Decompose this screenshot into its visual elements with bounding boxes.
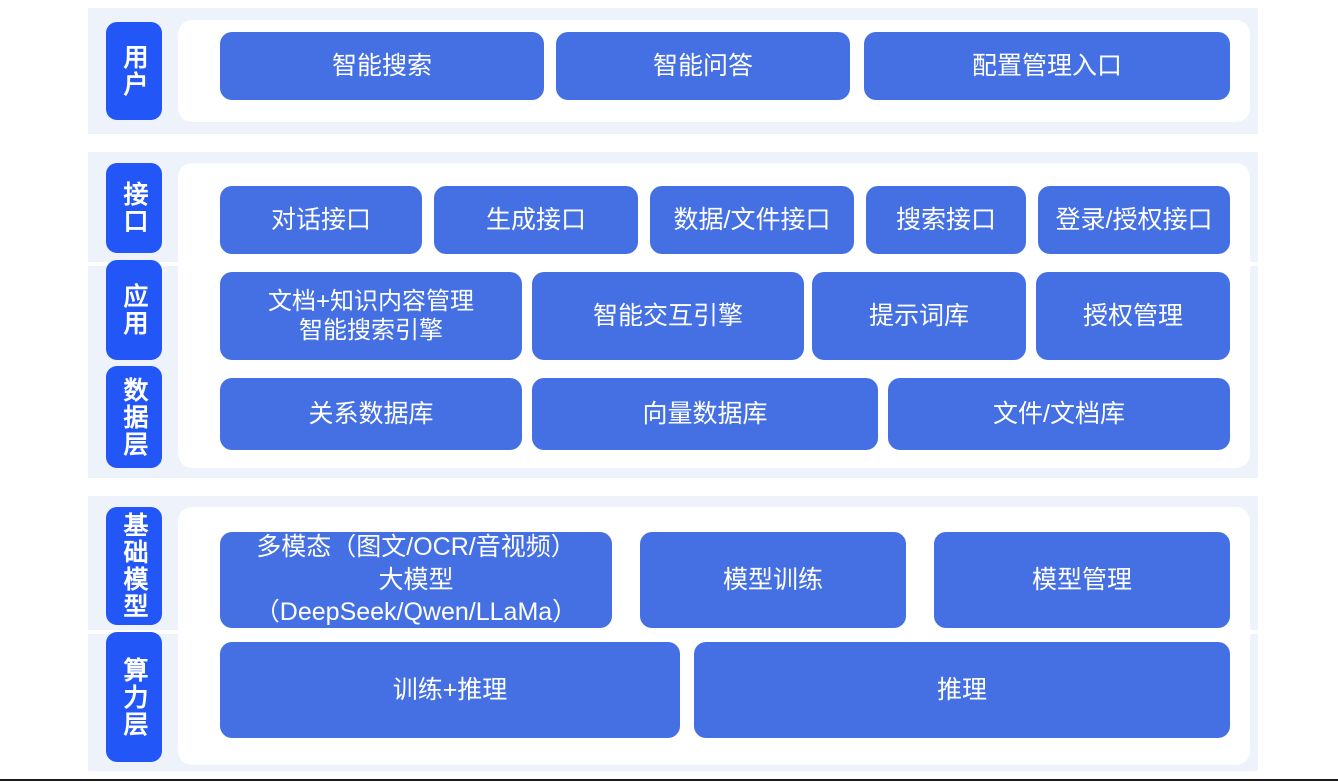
card-file-document-store[interactable]: 文件/文档库 [888, 378, 1230, 450]
card-smart-qa[interactable]: 智能问答 [556, 32, 850, 100]
card-train-plus-inference[interactable]: 训练+推理 [220, 642, 680, 738]
label-chip-foundation-model-text: 基础模型 [120, 512, 148, 620]
label-chip-application: 应用 [106, 260, 162, 360]
card-inference[interactable]: 推理 [694, 642, 1230, 738]
bottom-divider [0, 779, 1338, 781]
card-model-management[interactable]: 模型管理 [934, 532, 1230, 628]
label-chip-compute-layer: 算力层 [106, 632, 162, 762]
label-chip-interface-text: 接口 [120, 181, 148, 235]
card-multimodal-large-model[interactable]: 多模态（图文/OCR/音视频） 大模型（DeepSeek/Qwen/LLaMa） [220, 532, 612, 628]
card-smart-interaction-engine[interactable]: 智能交互引擎 [532, 272, 804, 360]
label-chip-user-text: 用户 [120, 44, 148, 98]
card-prompt-library[interactable]: 提示词库 [812, 272, 1026, 360]
label-chip-user: 用户 [106, 22, 162, 120]
card-dialog-api[interactable]: 对话接口 [220, 186, 422, 254]
card-data-file-api[interactable]: 数据/文件接口 [650, 186, 854, 254]
card-model-training[interactable]: 模型训练 [640, 532, 906, 628]
label-chip-compute-layer-text: 算力层 [120, 656, 148, 738]
card-login-auth-api[interactable]: 登录/授权接口 [1038, 186, 1230, 254]
card-relational-database[interactable]: 关系数据库 [220, 378, 522, 450]
card-generation-api[interactable]: 生成接口 [434, 186, 638, 254]
card-vector-database[interactable]: 向量数据库 [532, 378, 878, 450]
card-config-management-entry[interactable]: 配置管理入口 [864, 32, 1230, 100]
label-chip-data-layer-text: 数据层 [120, 376, 148, 458]
label-chip-interface: 接口 [106, 163, 162, 253]
card-search-api[interactable]: 搜索接口 [866, 186, 1026, 254]
label-chip-foundation-model: 基础模型 [106, 507, 162, 625]
card-authorization-management[interactable]: 授权管理 [1036, 272, 1230, 360]
card-smart-search[interactable]: 智能搜索 [220, 32, 544, 100]
label-chip-data-layer: 数据层 [106, 366, 162, 468]
label-chip-application-text: 应用 [120, 283, 148, 337]
card-doc-knowledge-management[interactable]: 文档+知识内容管理 智能搜索引擎 [220, 272, 522, 360]
